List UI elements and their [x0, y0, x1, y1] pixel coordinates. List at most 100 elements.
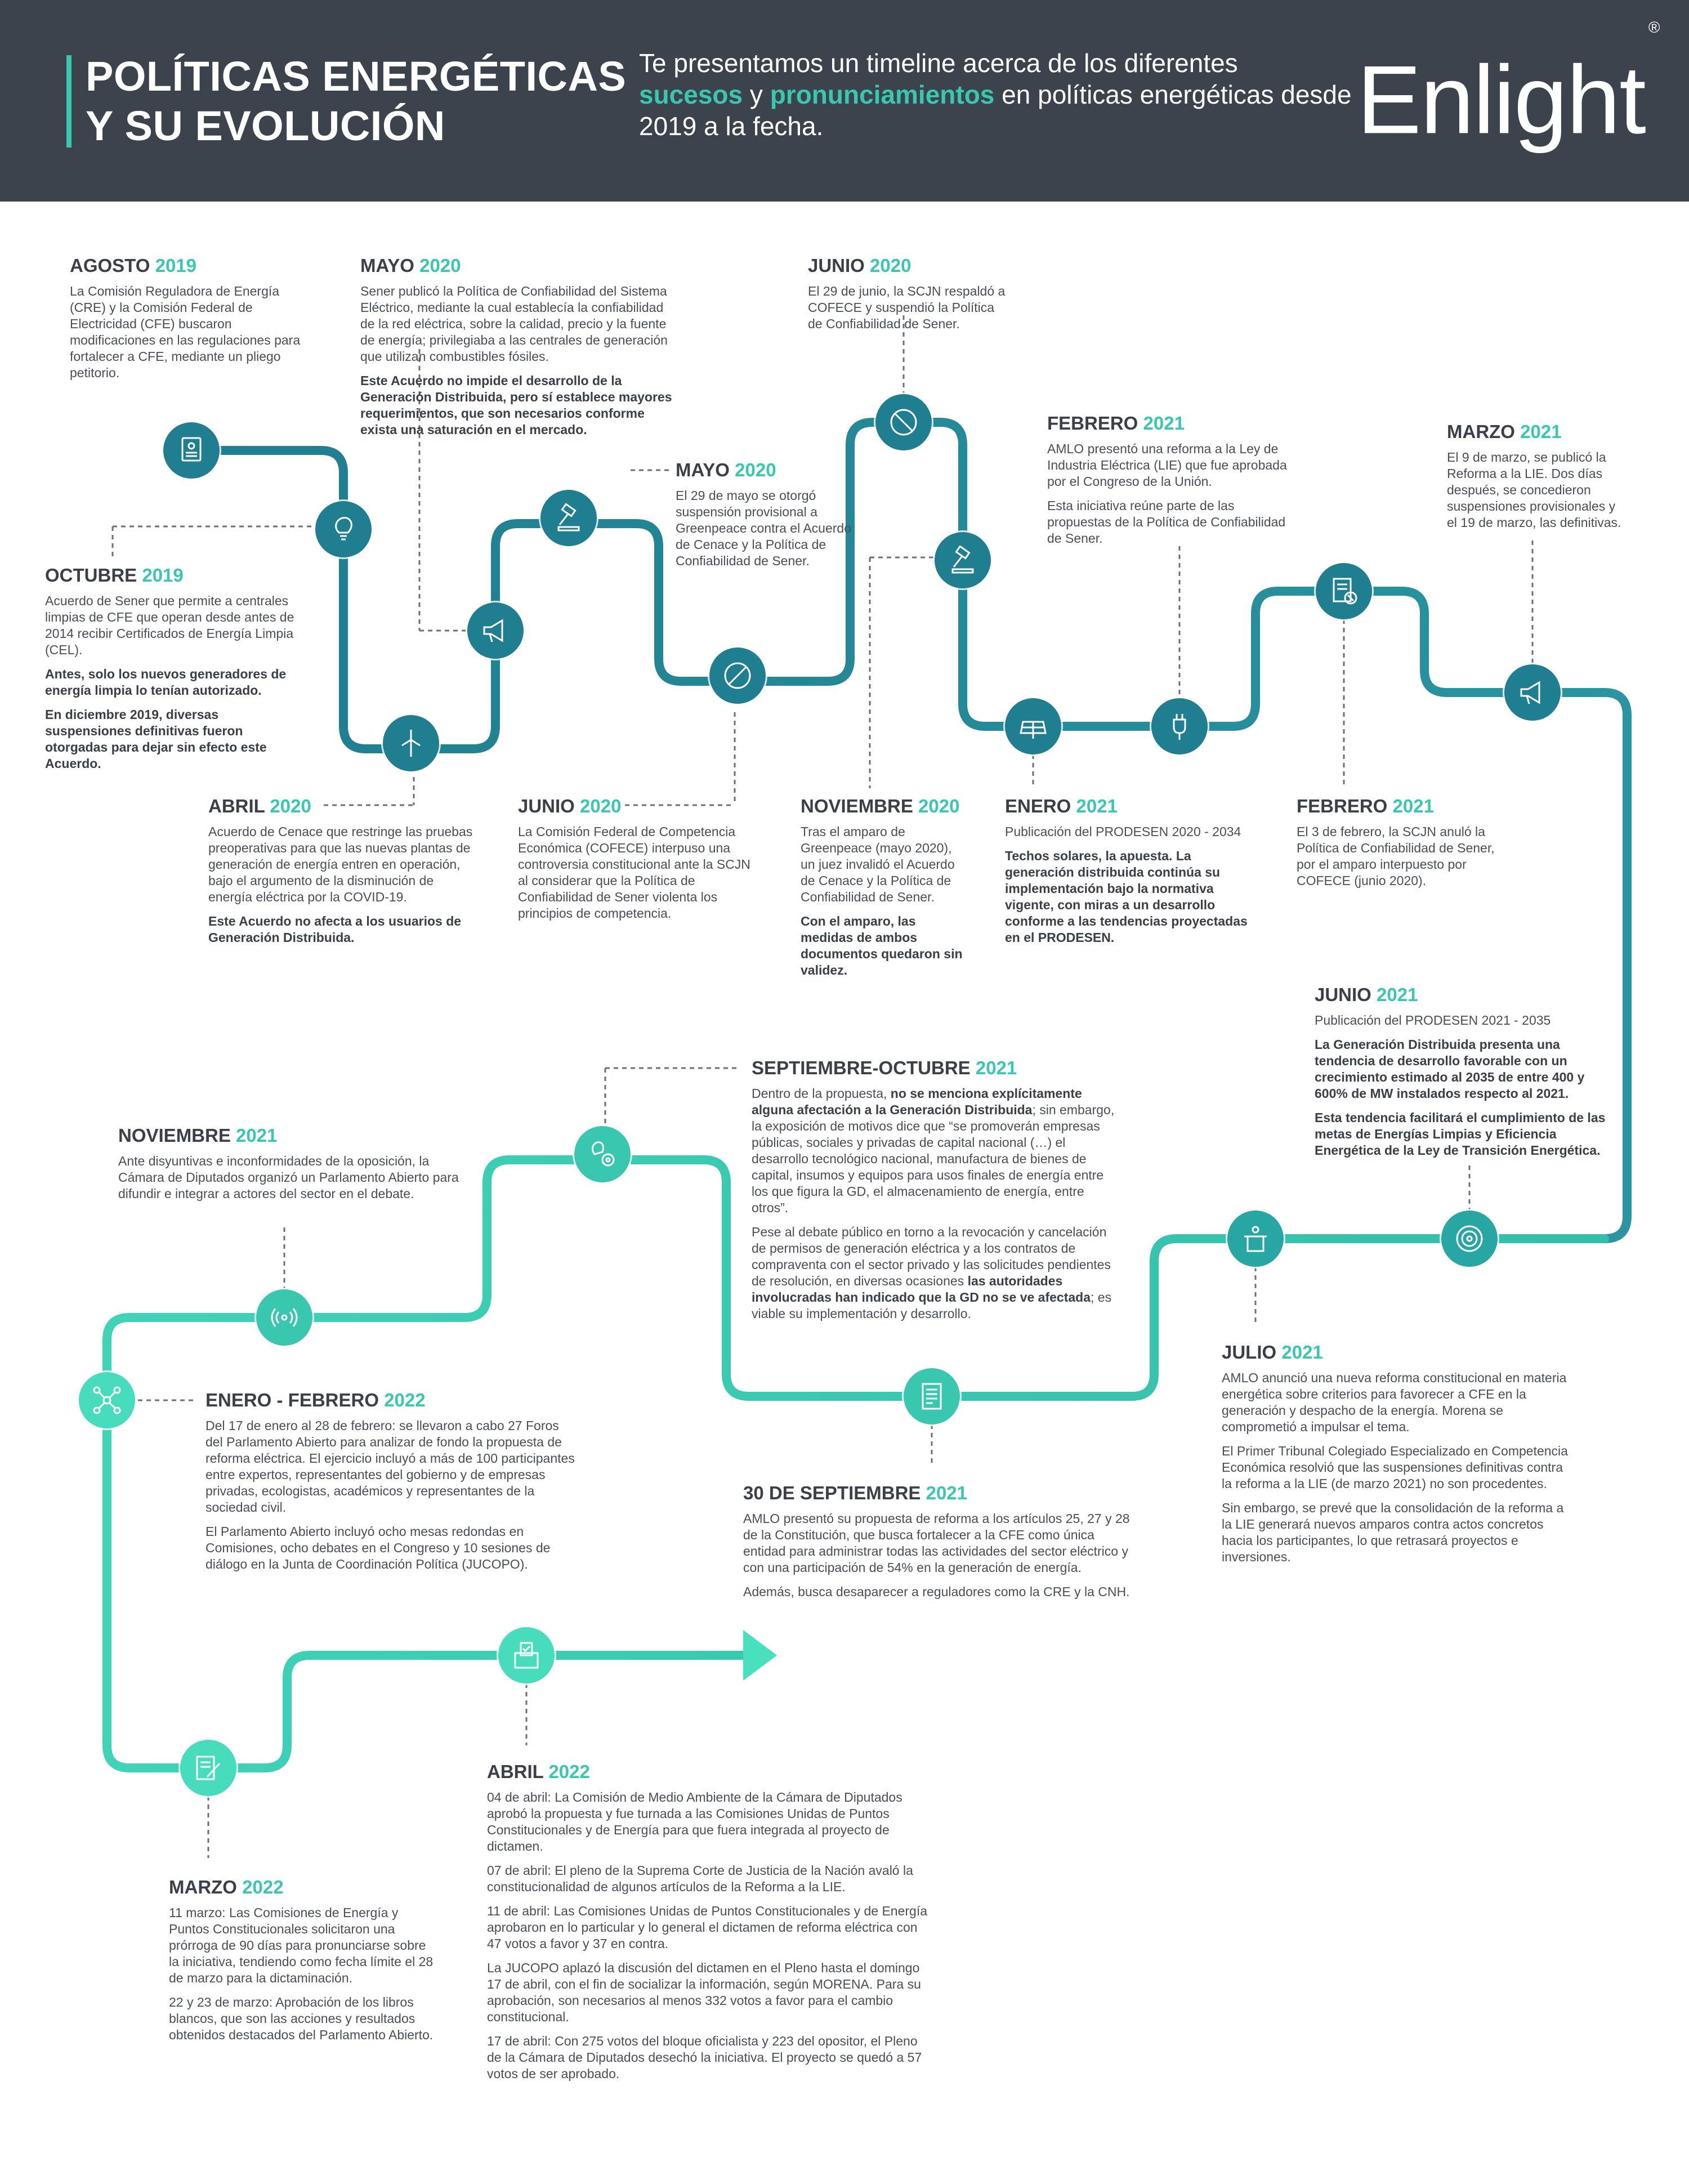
event-text: El 3 de febrero, la SCJN anuló la Políti…	[1297, 824, 1495, 888]
event-date: NOVIEMBRE 2020	[801, 796, 969, 817]
event-junio-2020-scjn: JUNIO 2020 El 29 de junio, la SCJN respa…	[808, 255, 1011, 340]
event-marzo-2021: MARZO 2021 El 9 de marzo, se publicó la …	[1447, 421, 1627, 539]
event-year: 2021	[1076, 796, 1118, 816]
event-mayo-2020-greenpeace: MAYO 2020 El 29 de mayo se otorgó suspen…	[676, 459, 856, 577]
event-date: ABRIL 2022	[487, 1761, 932, 1783]
event-date: ENERO 2021	[1005, 796, 1253, 817]
event-text-bold: Esta tendencia facilitará el cumplimient…	[1315, 1110, 1606, 1158]
event-text: 17 de abril: Con 275 votos del bloque of…	[487, 2034, 922, 2081]
node-no-fossil-icon	[709, 647, 766, 704]
solar-panel-icon	[1020, 721, 1047, 739]
node-megaphone-icon	[467, 602, 524, 659]
event-agosto-2019: AGOSTO 2019 La Comisión Reguladora de En…	[70, 255, 312, 389]
event-text-part: Pese al debate público en torno a la rev…	[752, 1225, 1111, 1288]
event-text: Dentro de la propuesta, no se menciona e…	[752, 1086, 1118, 1216]
event-text: Sener publicó la Política de Confiabilid…	[360, 284, 668, 364]
node-signing-icon	[180, 1740, 236, 1796]
event-date: SEPTIEMBRE-OCTUBRE 2021	[752, 1057, 1118, 1079]
target-icon	[1456, 1225, 1483, 1252]
event-date: AGOSTO 2019	[70, 255, 312, 276]
event-year: 2020	[735, 459, 776, 480]
event-month: ABRIL	[208, 796, 265, 816]
subtitle-text-end: en políticas energéticas desde 2019 a la…	[639, 80, 1352, 141]
event-date: FEBRERO 2021	[1297, 796, 1511, 817]
event-abril-2020: ABRIL 2020 Acuerdo de Cenace que restrin…	[208, 796, 473, 954]
event-month: ENERO	[1005, 796, 1071, 816]
document-signing-icon	[196, 1756, 221, 1780]
event-month: 30 DE SEPTIEMBRE	[743, 1482, 921, 1503]
event-noviembre-2020: NOVIEMBRE 2020 Tras el amparo de Greenpe…	[801, 796, 969, 986]
event-marzo-2022: MARZO 2022 11 marzo: Las Comisiones de E…	[169, 1877, 439, 2051]
wind-turbine-icon	[401, 730, 421, 757]
node-solar-panel-icon	[1005, 698, 1061, 754]
event-year: 2020	[419, 255, 461, 276]
event-text: Pese al debate público en torno a la rev…	[752, 1224, 1118, 1322]
event-month: NOVIEMBRE	[801, 796, 913, 816]
event-noviembre-2021: NOVIEMBRE 2021 Ante disyuntivas e inconf…	[118, 1125, 467, 1210]
event-text-bold: Antes, solo los nuevos generadores de en…	[45, 667, 287, 698]
event-enero-2021: ENERO 2021 Publicación del PRODESEN 2020…	[1005, 796, 1253, 954]
page-title: POLÍTICAS ENERGÉTICAS Y SU EVOLUCIÓN	[86, 52, 626, 151]
event-text-part: ; sin embargo, la exposición de motivos …	[752, 1102, 1115, 1215]
event-text: Esta iniciativa reúne parte de las propu…	[1047, 498, 1286, 546]
event-text: AMLO presentó una reforma a la Ley de In…	[1047, 441, 1287, 489]
node-lightbulb-icon	[315, 501, 372, 557]
event-month: JUNIO	[1315, 984, 1371, 1005]
subtitle-highlight-pronunciamientos: pronunciamientos	[770, 80, 995, 109]
timeline-arrowhead	[743, 1630, 777, 1681]
event-year: 2021	[1520, 421, 1562, 442]
idea-gear-icon	[591, 1141, 615, 1167]
event-month: MAYO	[360, 255, 414, 276]
event-year: 2022	[548, 1761, 590, 1782]
event-text: La Comisión Reguladora de Energía (CRE) …	[70, 284, 301, 380]
event-text: AMLO presentó su propuesta de reforma a …	[743, 1511, 1130, 1575]
node-plug-icon	[1151, 698, 1208, 754]
event-year: 2021	[1281, 1342, 1323, 1363]
event-year: 2021	[236, 1125, 278, 1146]
title-line-1: POLÍTICAS ENERGÉTICAS	[86, 53, 627, 100]
event-text-part: ; es viable su implementación y desarrol…	[752, 1290, 1112, 1321]
event-text: 04 de abril: La Comisión de Medio Ambien…	[487, 1790, 902, 1854]
event-year: 2019	[155, 255, 197, 276]
prohibited-icon	[890, 409, 917, 436]
certificate-icon	[181, 437, 202, 462]
lightbulb-icon	[335, 517, 352, 541]
event-date: JULIO 2021	[1222, 1342, 1576, 1363]
path-segment-2021	[102, 1155, 1609, 1772]
event-30-septiembre-2021: 30 DE SEPTIEMBRE 2021 AMLO presentó su p…	[743, 1482, 1137, 1608]
event-date: OCTUBRE 2019	[45, 565, 304, 586]
event-septiembre-octubre-2021: SEPTIEMBRE-OCTUBRE 2021 Dentro de la pro…	[752, 1057, 1118, 1330]
subtitle-highlight-sucesos: sucesos	[639, 80, 743, 109]
event-text: El 9 de marzo, se publicó la Reforma a l…	[1447, 450, 1621, 530]
event-month: MAYO	[676, 459, 730, 480]
page-subtitle: Te presentamos un timeline acerca de los…	[639, 47, 1360, 142]
node-megaphone-icon-2	[1504, 664, 1561, 721]
event-text: El 29 de mayo se otorgó suspensión provi…	[676, 488, 851, 568]
gavel-icon	[951, 545, 974, 574]
node-podium-icon	[1227, 1211, 1284, 1267]
event-month: JUNIO	[808, 255, 865, 276]
node-certificate-icon	[163, 422, 220, 479]
logo-text: Enlight	[1357, 46, 1646, 154]
event-text: 22 y 23 de marzo: Aprobación de los libr…	[169, 1995, 434, 2042]
event-date: MARZO 2021	[1447, 421, 1627, 443]
event-year: 2019	[142, 565, 184, 586]
node-ballot-box-icon	[498, 1627, 555, 1683]
node-document-icon	[904, 1368, 960, 1424]
event-text-bold: En diciembre 2019, diversas suspensiones…	[45, 707, 267, 771]
event-month: AGOSTO	[70, 255, 150, 276]
event-octubre-2019: OCTUBRE 2019 Acuerdo de Sener que permit…	[45, 565, 304, 780]
event-date: NOVIEMBRE 2021	[118, 1125, 467, 1146]
event-text-bold: Con el amparo, las medidas de ambos docu…	[801, 914, 963, 977]
node-prohibited-icon	[875, 394, 932, 450]
event-year: 2022	[242, 1877, 284, 1897]
event-date: ABRIL 2020	[208, 796, 473, 817]
event-text: AMLO anunció una nueva reforma constituc…	[1222, 1370, 1567, 1434]
broadcast-icon	[271, 1308, 298, 1327]
event-month: ABRIL	[487, 1761, 544, 1782]
event-text: Ante disyuntivas e inconformidades de la…	[118, 1154, 459, 1201]
event-junio-2020-cofece: JUNIO 2020 La Comisión Federal de Compet…	[518, 796, 754, 930]
node-network-icon	[79, 1372, 135, 1428]
node-gavel-icon-2	[935, 532, 991, 588]
